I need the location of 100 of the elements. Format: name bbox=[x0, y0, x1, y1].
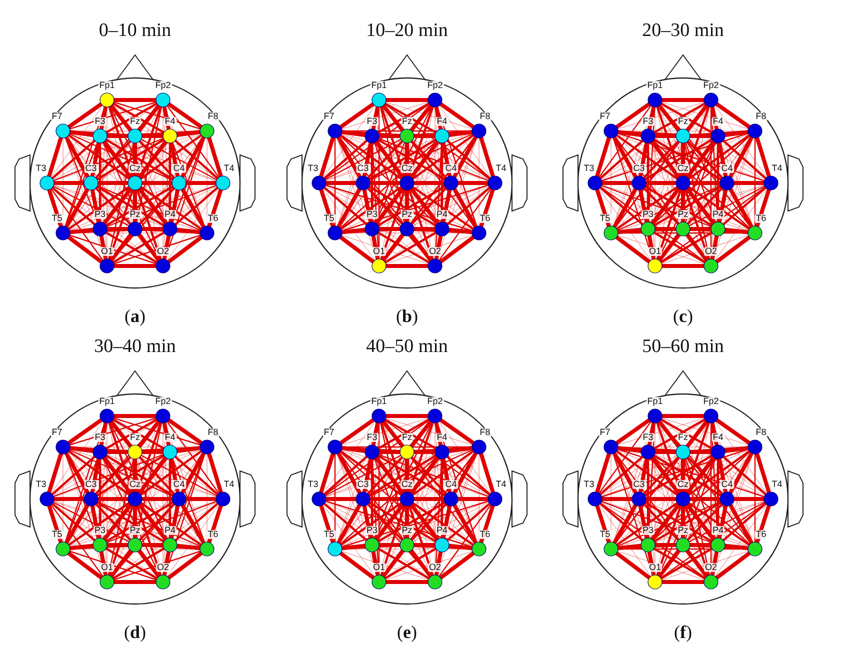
electrode-label: T5 bbox=[598, 530, 612, 539]
panel-letter: (b) bbox=[396, 306, 418, 327]
electrode-label: F3 bbox=[366, 117, 378, 126]
electrode-label: Fp2 bbox=[702, 397, 720, 406]
electrode-label: Fz bbox=[129, 117, 141, 126]
electrode-label: T6 bbox=[206, 530, 220, 539]
electrode-label: Fp1 bbox=[98, 81, 116, 90]
electrode-label: F8 bbox=[478, 428, 492, 437]
electrode-label: T4 bbox=[494, 164, 508, 173]
electrode-label: F4 bbox=[436, 117, 448, 126]
electrode-label: Fz bbox=[129, 433, 141, 442]
electrode-label: P3 bbox=[94, 210, 106, 219]
electrode-label: T6 bbox=[754, 214, 768, 223]
electrode-label: F3 bbox=[94, 117, 106, 126]
electrode-label: Fp2 bbox=[426, 397, 444, 406]
electrode-label: P3 bbox=[642, 210, 654, 219]
electrode-label: F8 bbox=[754, 428, 768, 437]
electrode-label: O1 bbox=[372, 247, 386, 256]
electrode-label: C4 bbox=[444, 480, 458, 489]
electrode-label: C3 bbox=[84, 164, 98, 173]
electrode-label: O1 bbox=[648, 247, 662, 256]
electrode-label: T5 bbox=[322, 214, 336, 223]
electrode-label: Fp2 bbox=[702, 81, 720, 90]
electrode-label: C4 bbox=[172, 480, 186, 489]
electrode-label: F3 bbox=[642, 117, 654, 126]
electrode-label: Cz bbox=[400, 480, 414, 489]
electrode-label: Cz bbox=[128, 164, 142, 173]
electrode-label: P3 bbox=[366, 526, 378, 535]
electrode-label: T4 bbox=[222, 480, 236, 489]
electrode-label: Fp2 bbox=[154, 397, 172, 406]
electrode-label: Fp2 bbox=[154, 81, 172, 90]
electrode-label: T4 bbox=[770, 480, 784, 489]
electrode-label: Fp2 bbox=[426, 81, 444, 90]
panel-letter: (e) bbox=[397, 622, 417, 643]
electrode-label: O2 bbox=[428, 563, 442, 572]
electrode-label: Fp1 bbox=[646, 397, 664, 406]
electrode-label: T3 bbox=[34, 480, 48, 489]
electrode-label: T4 bbox=[494, 480, 508, 489]
electrode-label: T3 bbox=[582, 164, 596, 173]
electrode-label: Fz bbox=[677, 117, 689, 126]
electrode-label: T6 bbox=[206, 214, 220, 223]
electrode-label: Cz bbox=[128, 480, 142, 489]
electrode-label: F4 bbox=[712, 433, 724, 442]
electrode-label: Pz bbox=[400, 526, 414, 535]
electrode-label: T5 bbox=[322, 530, 336, 539]
electrode-label: T3 bbox=[34, 164, 48, 173]
electrode-label: F7 bbox=[50, 428, 64, 437]
electrode-label: F8 bbox=[478, 112, 492, 121]
electrode-label: C4 bbox=[172, 164, 186, 173]
electrode-label: F3 bbox=[94, 433, 106, 442]
electrode-label: F7 bbox=[598, 112, 612, 121]
electrode-label: F4 bbox=[436, 433, 448, 442]
time-window-title: 10–20 min bbox=[365, 20, 449, 42]
electrode-label: P4 bbox=[712, 210, 724, 219]
electrode-label: T3 bbox=[306, 164, 320, 173]
electrode-label: F7 bbox=[50, 112, 64, 121]
electrode-label: F7 bbox=[322, 112, 336, 121]
electrode-label: Pz bbox=[676, 526, 690, 535]
electrode-label: Fp1 bbox=[370, 397, 388, 406]
electrode-label: T4 bbox=[770, 164, 784, 173]
electrode-label: O1 bbox=[100, 247, 114, 256]
electrode-label: C3 bbox=[632, 480, 646, 489]
electrode-label: O2 bbox=[156, 563, 170, 572]
electrode-label: Cz bbox=[676, 480, 690, 489]
electrode-label: P4 bbox=[436, 210, 448, 219]
electrode-label: F3 bbox=[366, 433, 378, 442]
electrode-label: F8 bbox=[206, 112, 220, 121]
electrode-label: C4 bbox=[444, 164, 458, 173]
electrode-label: F8 bbox=[754, 112, 768, 121]
electrode-label: P4 bbox=[164, 210, 176, 219]
panel-letter: (a) bbox=[124, 306, 146, 327]
electrode-label: T3 bbox=[582, 480, 596, 489]
electrode-label: Fz bbox=[677, 433, 689, 442]
electrode-label: O2 bbox=[156, 247, 170, 256]
electrode-label: P3 bbox=[366, 210, 378, 219]
electrode-label: O2 bbox=[704, 247, 718, 256]
panel-letter: (f) bbox=[674, 622, 692, 643]
electrode-label: Fz bbox=[401, 117, 413, 126]
electrode-label: O2 bbox=[704, 563, 718, 572]
time-window-title: 50–60 min bbox=[641, 336, 725, 358]
electrode-label: C3 bbox=[84, 480, 98, 489]
electrode-label: O2 bbox=[428, 247, 442, 256]
electrode-label: P4 bbox=[436, 526, 448, 535]
time-window-title: 30–40 min bbox=[93, 336, 177, 358]
electrode-label: Pz bbox=[128, 210, 142, 219]
electrode-label: T6 bbox=[478, 530, 492, 539]
electrode-label: Pz bbox=[400, 210, 414, 219]
electrode-label: F4 bbox=[712, 117, 724, 126]
electrode-label: T5 bbox=[50, 214, 64, 223]
electrode-label: T3 bbox=[306, 480, 320, 489]
electrode-label: Fz bbox=[401, 433, 413, 442]
electrode-label: Pz bbox=[128, 526, 142, 535]
time-window-title: 0–10 min bbox=[98, 20, 172, 42]
electrode-label: O1 bbox=[100, 563, 114, 572]
electrode-label: Cz bbox=[676, 164, 690, 173]
electrode-label: P4 bbox=[164, 526, 176, 535]
electrode-label: O1 bbox=[372, 563, 386, 572]
time-window-title: 40–50 min bbox=[365, 336, 449, 358]
electrode-label: Fp1 bbox=[370, 81, 388, 90]
electrode-label: T4 bbox=[222, 164, 236, 173]
